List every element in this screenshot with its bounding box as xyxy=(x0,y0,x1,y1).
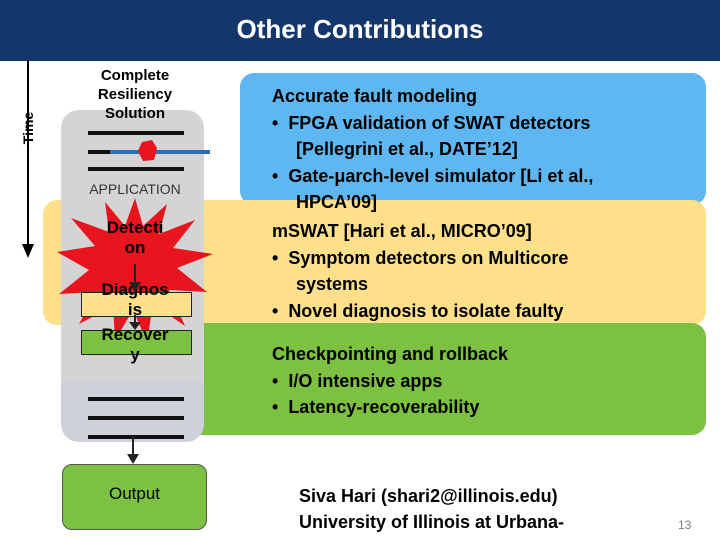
recovery-step-line: y xyxy=(130,345,140,364)
stack-layer-bar xyxy=(88,397,184,401)
fault-bullet-text: Gate-μarch-level simulator [Li et al., xyxy=(288,165,594,186)
fault-bullet-row: • Gate-μarch-level simulator [Li et al., xyxy=(272,165,594,186)
mswat-bullet-text: Symptom detectors on Multicore xyxy=(288,247,569,268)
checkpoint-bullet-text: I/O intensive apps xyxy=(288,370,443,391)
checkpointing-heading: Checkpointing and rollback xyxy=(272,344,509,364)
mswat-bullet-row: • Symptom detectors on Multicore xyxy=(272,247,569,268)
output-box xyxy=(62,464,207,530)
time-axis-label: Time xyxy=(20,111,36,145)
output-arrow-icon xyxy=(127,436,139,464)
recovery-step-label: Recover y xyxy=(80,325,190,365)
fault-modeling-section: Accurate fault modeling • FPGA validatio… xyxy=(272,83,702,216)
mswat-bullet-row: • Novel diagnosis to isolate faulty xyxy=(272,300,564,321)
stack-base-box xyxy=(61,382,204,442)
title-bar xyxy=(0,0,720,61)
fault-bullet-cont: HPCA’09] xyxy=(296,192,378,212)
checkpoint-bullet-row: • Latency-recoverability xyxy=(272,397,480,417)
fault-marker-icon xyxy=(138,140,157,161)
stack-layer-bar-blue xyxy=(110,150,210,154)
mswat-bullet-cont: systems xyxy=(296,274,369,294)
page-number: 13 xyxy=(678,518,692,532)
recovery-step-line: Recover xyxy=(101,325,169,344)
resiliency-heading-line: Complete xyxy=(100,67,170,84)
flow-arrow-icon xyxy=(129,315,141,330)
detection-step-line: Detecti xyxy=(106,218,164,237)
resiliency-heading: Complete Resiliency Solution xyxy=(60,66,210,123)
time-arrow-icon xyxy=(22,244,34,258)
checkpoint-bullet-row: • I/O intensive apps xyxy=(272,370,443,391)
flow-arrow-icon xyxy=(129,264,141,292)
stack-layer-bar xyxy=(88,167,184,171)
affiliation-line: University of Illinois at Urbana- xyxy=(299,512,565,532)
recovery-box xyxy=(81,330,192,355)
checkpointing-section: Checkpointing and rollback • I/O intensi… xyxy=(272,341,702,421)
application-label: APPLICATION xyxy=(89,181,181,197)
fault-bullet-row: • FPGA validation of SWAT detectors xyxy=(272,112,591,133)
stack-layer-bar xyxy=(88,131,184,135)
fault-modeling-heading: Accurate fault modeling xyxy=(272,86,478,106)
diagnosis-step-line: is xyxy=(127,300,143,319)
mswat-heading: mSWAT [Hari et al., MICRO’09] xyxy=(272,221,532,241)
resiliency-heading-line: Resiliency xyxy=(97,86,173,103)
output-label: Output xyxy=(108,484,161,503)
stack-layer-bar xyxy=(88,435,184,439)
mswat-section: mSWAT [Hari et al., MICRO’09] • Symptom … xyxy=(272,218,702,324)
detection-step-line: on xyxy=(124,238,146,257)
footer: Siva Hari (shari2@illinois.edu) Universi… xyxy=(299,483,679,535)
time-axis-line xyxy=(27,60,29,250)
resiliency-heading-line: Solution xyxy=(105,105,165,122)
checkpoint-bullet-text: Latency-recoverability xyxy=(288,397,480,417)
stack-layer-bar xyxy=(88,416,184,420)
author-line: Siva Hari (shari2@illinois.edu) xyxy=(299,486,558,506)
mswat-bullet-text: Novel diagnosis to isolate faulty xyxy=(288,300,564,321)
slide-title: Other Contributions xyxy=(236,14,484,44)
fault-modeling-panel xyxy=(240,73,706,205)
fault-bullet-cont: [Pellegrini et al., DATE’12] xyxy=(296,139,518,159)
diagnosis-box xyxy=(81,292,192,317)
fault-bullet-text: FPGA validation of SWAT detectors xyxy=(288,112,591,133)
detection-step-label: Detecti on xyxy=(80,218,190,258)
